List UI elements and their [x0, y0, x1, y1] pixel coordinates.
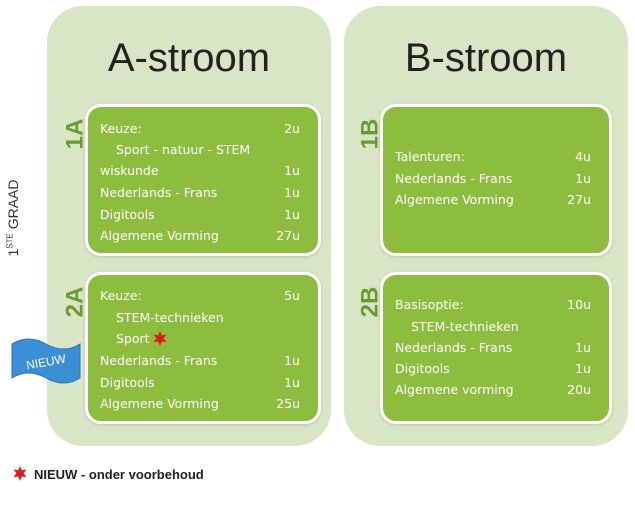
legend-text: NIEUW - onder voorbehoud [34, 466, 204, 482]
nieuw-badge-label: NIEUW [25, 352, 67, 373]
row-2b-basisoptie: Basisoptie:10u [395, 297, 591, 312]
nieuw-badge: NIEUW [11, 338, 81, 384]
row-2b-stem: STEM-technieken [411, 319, 519, 334]
graad-number: 1 [5, 248, 21, 257]
row-2a-keuze: Keuze:5u [100, 288, 300, 303]
row-2a-sport: Sport [100, 329, 300, 349]
new-star-icon [153, 331, 167, 346]
graad-label: 1STE GRAAD [5, 163, 21, 273]
legend: NIEUW - onder voorbehoud [12, 466, 204, 482]
graad-text: GRAAD [5, 179, 21, 230]
a-stroom-title: A-stroom [107, 36, 271, 80]
row-2a-stem: STEM-technieken [116, 310, 224, 325]
graad-suffix: STE [5, 233, 15, 249]
row-1a-opties: Sport - natuur - STEM [116, 142, 251, 157]
b-stroom-title: B-stroom [404, 36, 568, 80]
row-1b-talenturen: Talenturen:4u [395, 149, 591, 164]
card-2b: Basisoptie:10u STEM-technieken Nederland… [380, 272, 612, 424]
legend-star-icon [13, 466, 27, 481]
row-1a-keuze: Keuze:2u [100, 121, 300, 136]
card-2a: Keuze:5u STEM-technieken Sport Nederland… [85, 272, 321, 424]
